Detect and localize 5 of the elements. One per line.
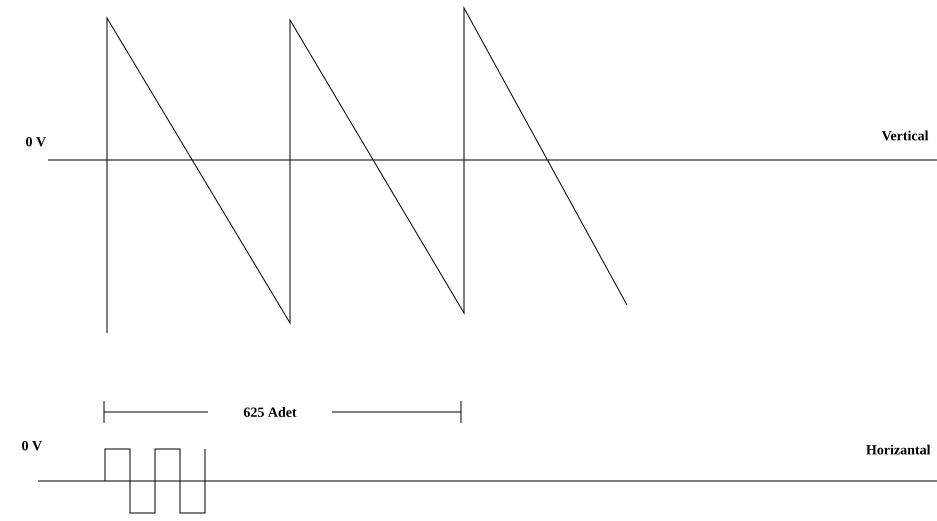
voltage-label: 0 V: [26, 136, 46, 146]
signal-label: Vertical: [882, 130, 928, 140]
signal-label: Horizantal: [866, 444, 930, 454]
dimension-label: 625 Adet: [244, 407, 297, 417]
voltage-label: 0 V: [22, 440, 42, 450]
